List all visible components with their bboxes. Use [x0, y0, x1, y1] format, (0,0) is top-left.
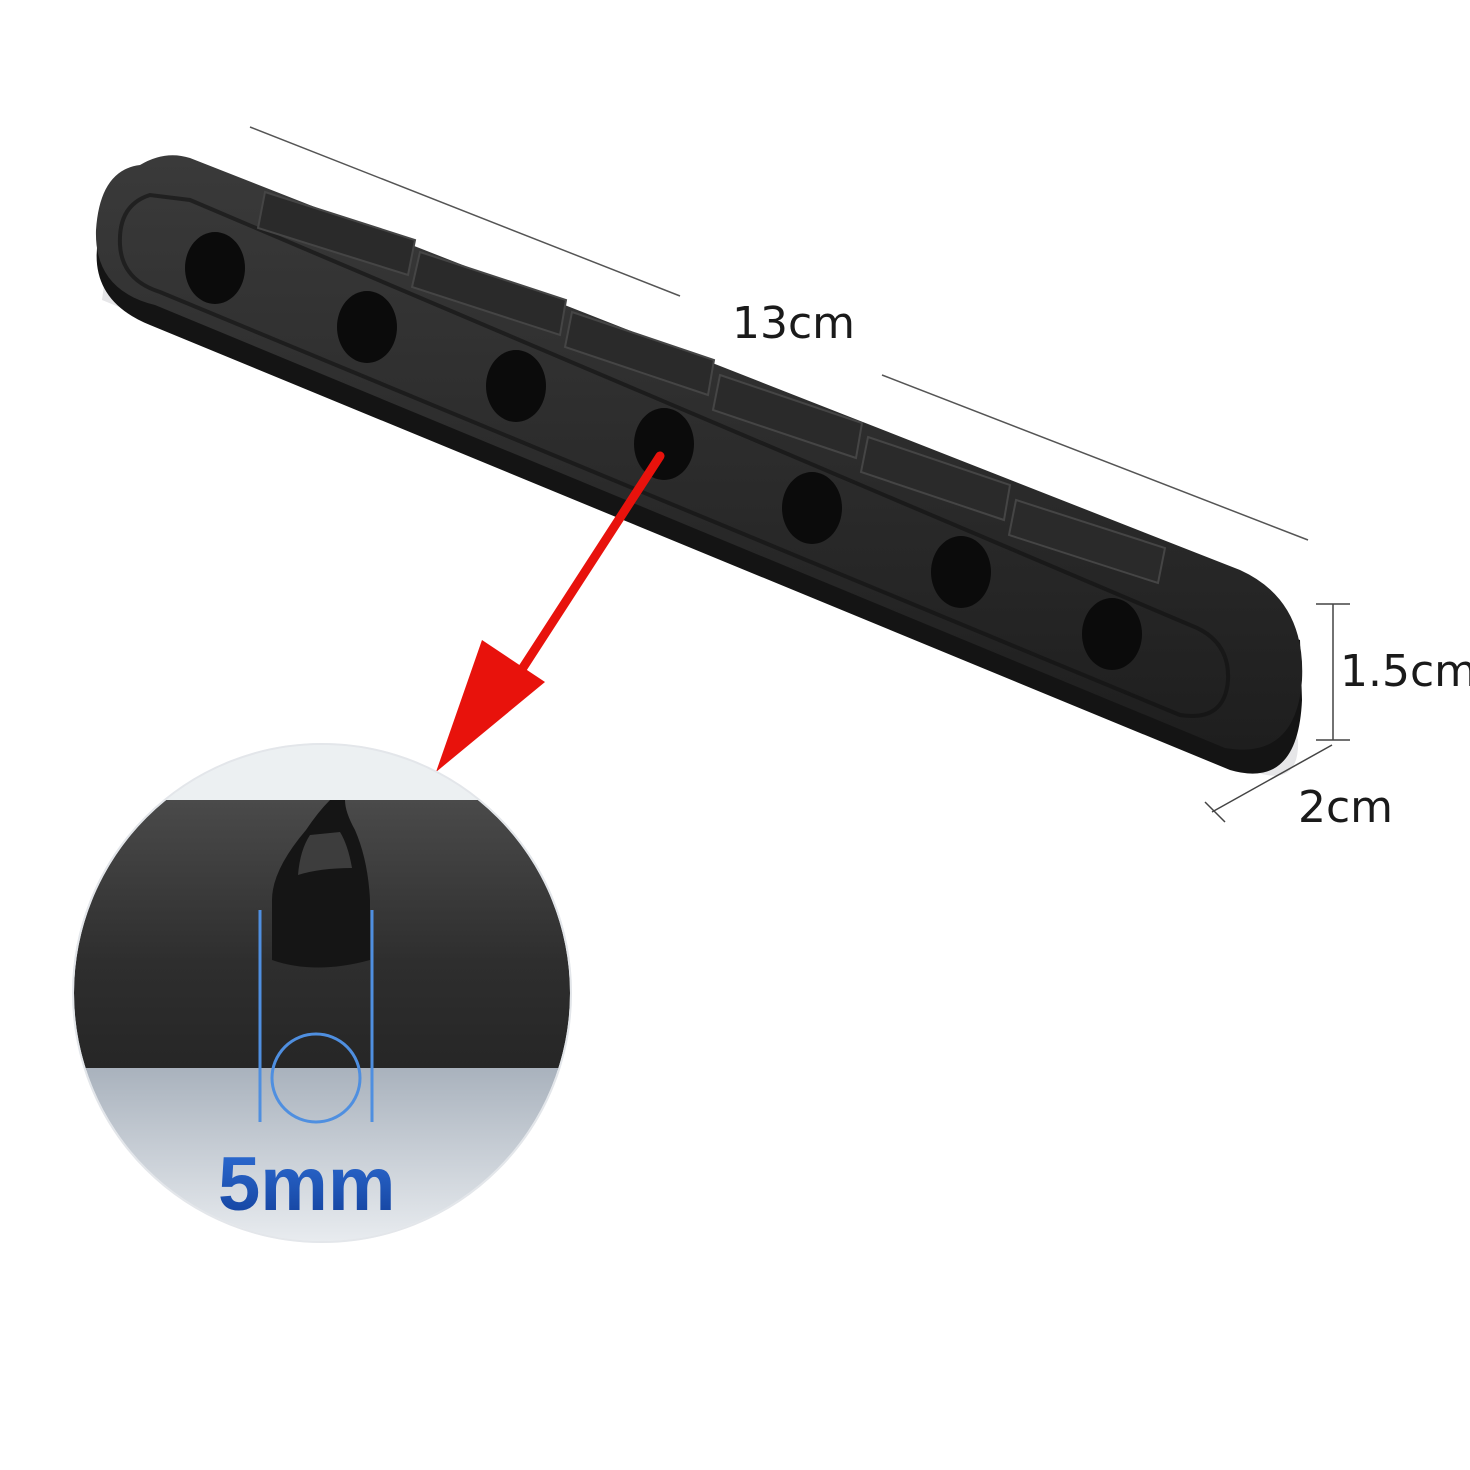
height-dimension: 1.5cm [1316, 603, 1470, 741]
detail-magnifier: 5mm [72, 743, 572, 1243]
arrow-down-left-icon [436, 451, 665, 772]
width-tick-left [1204, 801, 1226, 823]
width-dimension: 2cm [1204, 744, 1393, 833]
lens-slot [272, 800, 370, 968]
width-line [1211, 744, 1333, 813]
lens-slot-highlight [298, 832, 352, 875]
cable-slot [486, 350, 546, 422]
length-line-right [881, 374, 1309, 541]
slot-width-marker [258, 910, 374, 1124]
slot-tabs [256, 190, 1167, 585]
cable-slot [1082, 598, 1142, 670]
cable-slot [185, 232, 245, 304]
bar-recess [117, 192, 1231, 718]
slot-width-label: 5mm [218, 1142, 395, 1227]
cable-slot [931, 536, 991, 608]
cable-organizer-bar [95, 155, 1303, 776]
cable-slot [782, 472, 842, 544]
cable-slots [185, 232, 1142, 670]
length-dimension: 13cm [249, 126, 1309, 541]
height-label: 1.5cm [1340, 646, 1470, 697]
cable-slot [634, 408, 694, 480]
width-label: 2cm [1298, 782, 1393, 833]
length-label: 13cm [732, 298, 855, 349]
cable-slot [337, 291, 397, 363]
length-line-left [249, 126, 681, 297]
bar-top [95, 155, 1303, 750]
